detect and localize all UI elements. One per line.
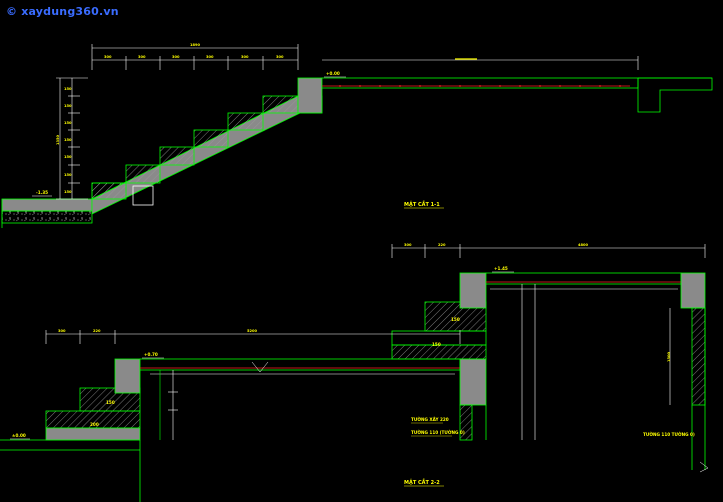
dim-left-7: 150 [64, 190, 72, 194]
section-2-title: MẶT CẮT 2-2 [404, 478, 440, 486]
dim-tr-1: 300 [404, 243, 412, 247]
level-upper-2: +1.45 [494, 266, 508, 271]
dim-left-4: 150 [64, 138, 72, 142]
dim-tl-3: 5200 [247, 329, 258, 333]
dim-top-1: 300 [104, 55, 112, 59]
note-wall-220: TƯỜNG XÂY 220 [411, 417, 449, 422]
dim-left-2: 150 [64, 104, 72, 108]
level-top-1: +0.00 [326, 71, 340, 76]
dim-tl-1: 300 [58, 329, 66, 333]
dim-tl-2: 220 [93, 329, 101, 333]
dim-top-5: 300 [241, 55, 249, 59]
step-label-upper-1: 150 [432, 342, 441, 347]
dim-top-3: 300 [172, 55, 180, 59]
note-wall-110-a: TƯỜNG 110 (TƯỜNG 0) [411, 430, 465, 435]
dim-top-4: 300 [206, 55, 214, 59]
dim-left-6: 150 [64, 173, 72, 177]
section-1-title: MẶT CẮT 1-1 [404, 200, 440, 208]
level-low-2: ±0.00 [12, 433, 26, 438]
dim-left-1: 150 [64, 87, 72, 91]
section-1-1: 1890 300 300 300 300 300 300 1350 150 15… [1, 43, 713, 228]
dim-left-total: 1350 [56, 134, 60, 145]
stair-steps [91, 95, 299, 200]
step-label-low: 200 [90, 422, 99, 427]
landing-beam [297, 77, 323, 114]
step-label-upper-2: 150 [451, 317, 460, 322]
base-soil [1, 210, 93, 224]
level-mid-2: +0.70 [144, 352, 158, 357]
dim-top-total: 1890 [190, 43, 201, 47]
step-label-mid: 150 [106, 400, 115, 405]
dim-left-5: 150 [64, 155, 72, 159]
dim-top-2: 300 [138, 55, 146, 59]
dim-tr-2: 220 [438, 243, 446, 247]
right-vertical-dim: 1500 [667, 351, 671, 362]
note-wall-110-b: TƯỜNG 110 TƯỜNG 0) [643, 432, 695, 437]
section-2-2: 200 150 150 150 [0, 243, 709, 502]
dim-top-6: 300 [276, 55, 284, 59]
base-slab [1, 198, 93, 212]
stair-waist-slab [91, 95, 323, 215]
dim-tr-3: 4800 [578, 243, 589, 247]
level-base-1: -1.35 [36, 190, 48, 195]
watermark-text: © xaydung360.vn [6, 5, 119, 18]
dim-left-3: 150 [64, 121, 72, 125]
